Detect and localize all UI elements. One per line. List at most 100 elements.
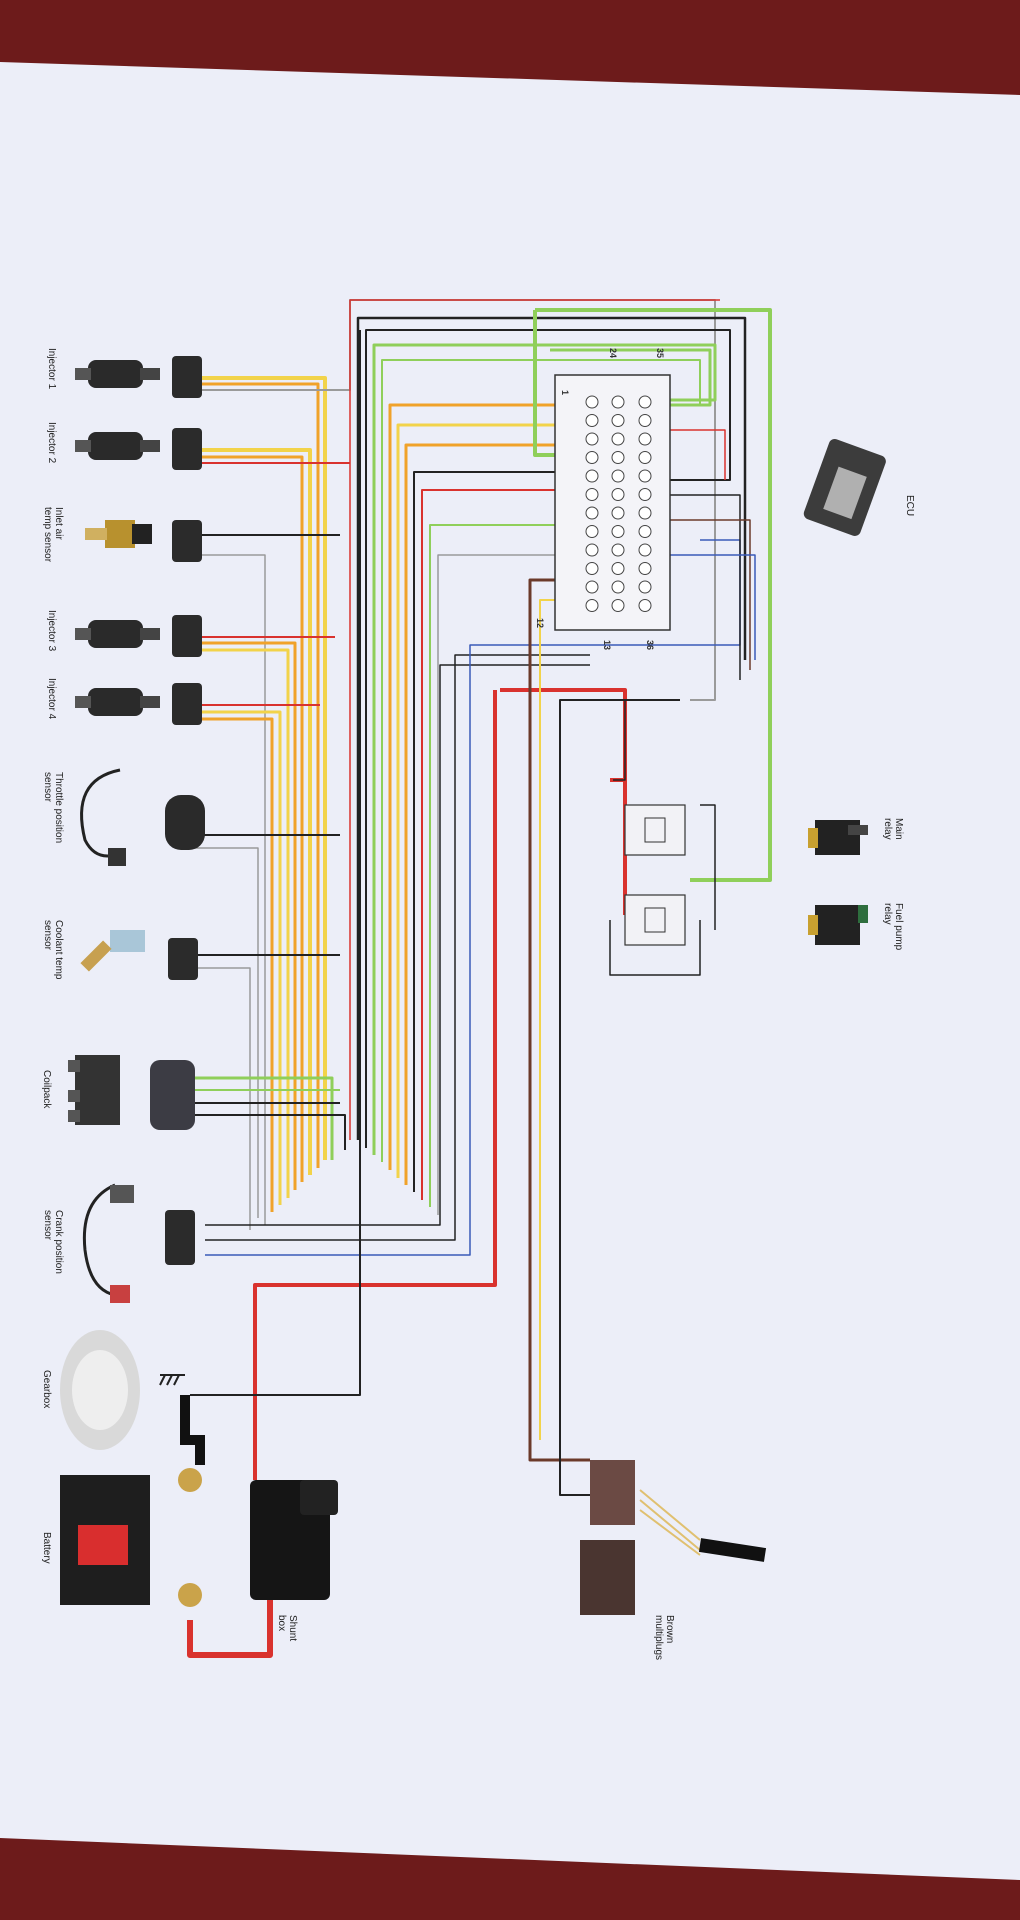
ecu-pin <box>611 395 625 409</box>
ecu-pin <box>638 506 652 520</box>
wire-bundle-black <box>356 316 747 1140</box>
ecu-pin <box>611 488 625 501</box>
ecu-pin <box>638 432 652 446</box>
wire-injector3-yellow <box>200 648 290 1198</box>
ecu-pin <box>585 469 599 483</box>
ecu-pin <box>611 469 625 483</box>
wire-injector4-orange <box>200 717 274 1212</box>
wire-bundle-red2 <box>421 489 590 1200</box>
label-inlet-air-temp-sensor: Inlet air temp sensor <box>42 507 64 563</box>
ecu-pin <box>611 432 625 446</box>
label-main-relay: Main relay <box>882 818 904 840</box>
injector-3-icon <box>75 620 160 648</box>
wire-bundle-black2 <box>365 329 731 1148</box>
crank-position-sensor-icon <box>82 1183 134 1303</box>
ecu-pin <box>611 451 625 464</box>
coolant-temp-sensor-icon <box>80 930 145 972</box>
ecu-pin <box>585 395 599 409</box>
ecu-pin <box>638 469 652 483</box>
injector-1-icon <box>75 360 160 388</box>
wire-bundle-grey <box>437 554 590 1215</box>
ecu-pin <box>638 599 652 612</box>
gearbox-icon <box>60 1330 205 1465</box>
relay-block-2 <box>624 894 686 946</box>
fuel-pump-relay-icon <box>808 905 868 945</box>
wire-injector2-yellow <box>200 448 312 1175</box>
pin-label-24: 24 <box>608 348 618 359</box>
ecu-pin <box>638 451 652 464</box>
wire-green-loop <box>535 308 772 882</box>
label-fuel-pump-relay: Fuel pump relay <box>882 903 904 951</box>
pin-label-1: 1 <box>560 390 570 396</box>
ecu-pin <box>638 580 652 594</box>
pin-label-35: 35 <box>655 348 665 359</box>
wire-bundle-green3 <box>429 524 590 1207</box>
label-coilpack: Coilpack <box>41 1070 52 1109</box>
label-battery: Battery <box>41 1532 52 1564</box>
pin-label-12: 12 <box>535 618 545 629</box>
wire-ecu-brown <box>660 519 751 670</box>
throttle-position-sensor-icon <box>80 768 205 866</box>
wire-shunt-red <box>253 690 497 1480</box>
ecu-unit-icon <box>803 438 886 536</box>
wire-bundle-yellow <box>396 423 590 1178</box>
ecu-pin <box>585 414 599 427</box>
ecu-pin <box>585 599 599 612</box>
ecu-pin <box>611 543 625 557</box>
coilpack-icon <box>68 1055 195 1130</box>
wire-ecu-black <box>660 494 741 680</box>
label-ecu: ECU <box>904 495 915 517</box>
ecu-pin <box>638 562 652 575</box>
wire-injector3-orange <box>200 641 297 1190</box>
pin-label-13: 13 <box>602 640 612 651</box>
pin-label-36: 36 <box>645 640 655 651</box>
wire-gearbox-earth <box>190 330 361 1396</box>
wire-crank-blue <box>205 539 741 1256</box>
wire-coilpack-green <box>190 1076 334 1160</box>
wire-multiplug-black <box>559 699 680 1496</box>
wire-crank-black <box>205 664 590 1226</box>
wire-bundle-red <box>349 299 720 1140</box>
label-injector-4: Injector 4 <box>46 678 57 720</box>
wire-coolant-grey <box>190 967 251 1230</box>
wire-relay-black2 <box>609 920 701 976</box>
label-throttle-position-sensor: Throttle position sensor <box>42 772 64 844</box>
component-plugs <box>165 356 202 1265</box>
ecu-pin <box>611 414 625 427</box>
wire-bundle-green2 <box>381 359 701 1162</box>
wire-bundle-green <box>372 343 717 1155</box>
ecu-pin <box>611 599 625 612</box>
ecu-pin <box>638 395 652 409</box>
ecu-pin <box>638 414 652 427</box>
wire-ecu-blue <box>660 554 756 660</box>
ecu-pin <box>611 506 625 520</box>
label-injector-3: Injector 3 <box>46 610 57 652</box>
wire-green-inner <box>550 348 712 407</box>
main-relay-icon <box>808 820 868 855</box>
inlet-air-sensor-icon <box>85 520 152 548</box>
label-shunt-box: Shunt box <box>276 1615 298 1642</box>
wire-battery-red <box>187 1600 273 1658</box>
wire-injector1-yellow <box>200 376 327 1160</box>
wire-injector1-orange <box>200 382 320 1168</box>
battery-terminal-icon <box>178 1468 202 1492</box>
ecu-pin <box>585 543 599 557</box>
label-injector-2: Injector 2 <box>46 422 57 464</box>
brown-multiplug-icon <box>580 1460 767 1615</box>
wire-bundle-black3 <box>413 471 590 1192</box>
paper-sheet <box>0 62 1020 1880</box>
ecu-connector <box>554 374 671 631</box>
ecu-pin <box>585 488 599 501</box>
label-injector-1: Injector 1 <box>46 348 57 390</box>
wire-injector4-yellow <box>200 710 282 1205</box>
earth-symbol-icon <box>159 1374 185 1386</box>
wire-bundle-orange <box>388 403 590 1170</box>
injector-2-icon <box>75 432 160 460</box>
battery-icon <box>60 1468 202 1607</box>
ecu-pin <box>585 562 599 575</box>
ecu-pin <box>585 432 599 446</box>
ecu-pin <box>611 525 625 538</box>
label-coolant-temp-sensor: Coolant temp sensor <box>42 920 64 980</box>
